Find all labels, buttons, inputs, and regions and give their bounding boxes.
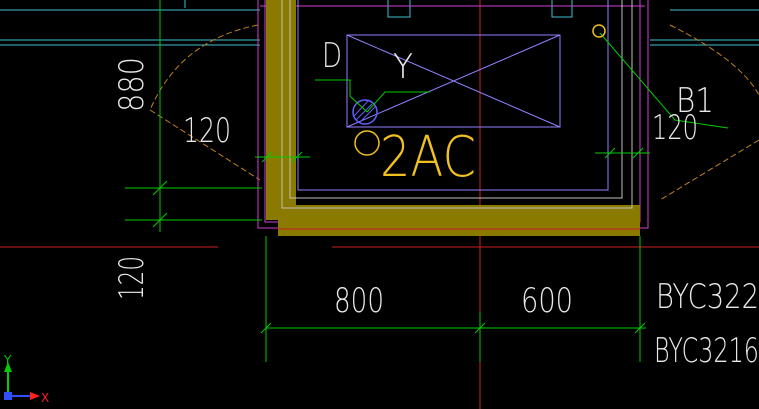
- equipment-circle: [354, 130, 380, 156]
- label-d: D: [322, 36, 342, 76]
- dim-600-text: 600: [521, 281, 573, 321]
- label-b1: B1: [676, 81, 714, 121]
- small-node-circle: [592, 24, 606, 38]
- label-byc-bottom: BYC3216: [654, 331, 759, 371]
- dimension-lines: [125, 0, 650, 362]
- purple-room-outline: [297, 0, 609, 191]
- dim-880-text: 880: [112, 57, 152, 112]
- inner-wall-lines: [281, 0, 633, 209]
- label-byc-top: BYC322: [656, 277, 759, 317]
- dim-120-left-text: 120: [183, 111, 231, 151]
- dim-800-text: 800: [334, 281, 384, 321]
- ucs-x-label: X: [41, 391, 49, 405]
- dim-120-right-text: 120: [652, 108, 698, 148]
- ucs-y-label: Y: [3, 353, 12, 367]
- leader-lines: [315, 32, 729, 129]
- ucs-icon: Y X: [3, 353, 49, 405]
- door-swing-arcs: [149, 24, 759, 201]
- label-y: Y: [393, 47, 413, 87]
- hatched-circle-symbol: [352, 99, 378, 125]
- dim-120-bottom-text: 120: [112, 256, 152, 300]
- label-2ac: 2AC: [380, 125, 476, 190]
- cyan-reference-lines: [0, 0, 759, 46]
